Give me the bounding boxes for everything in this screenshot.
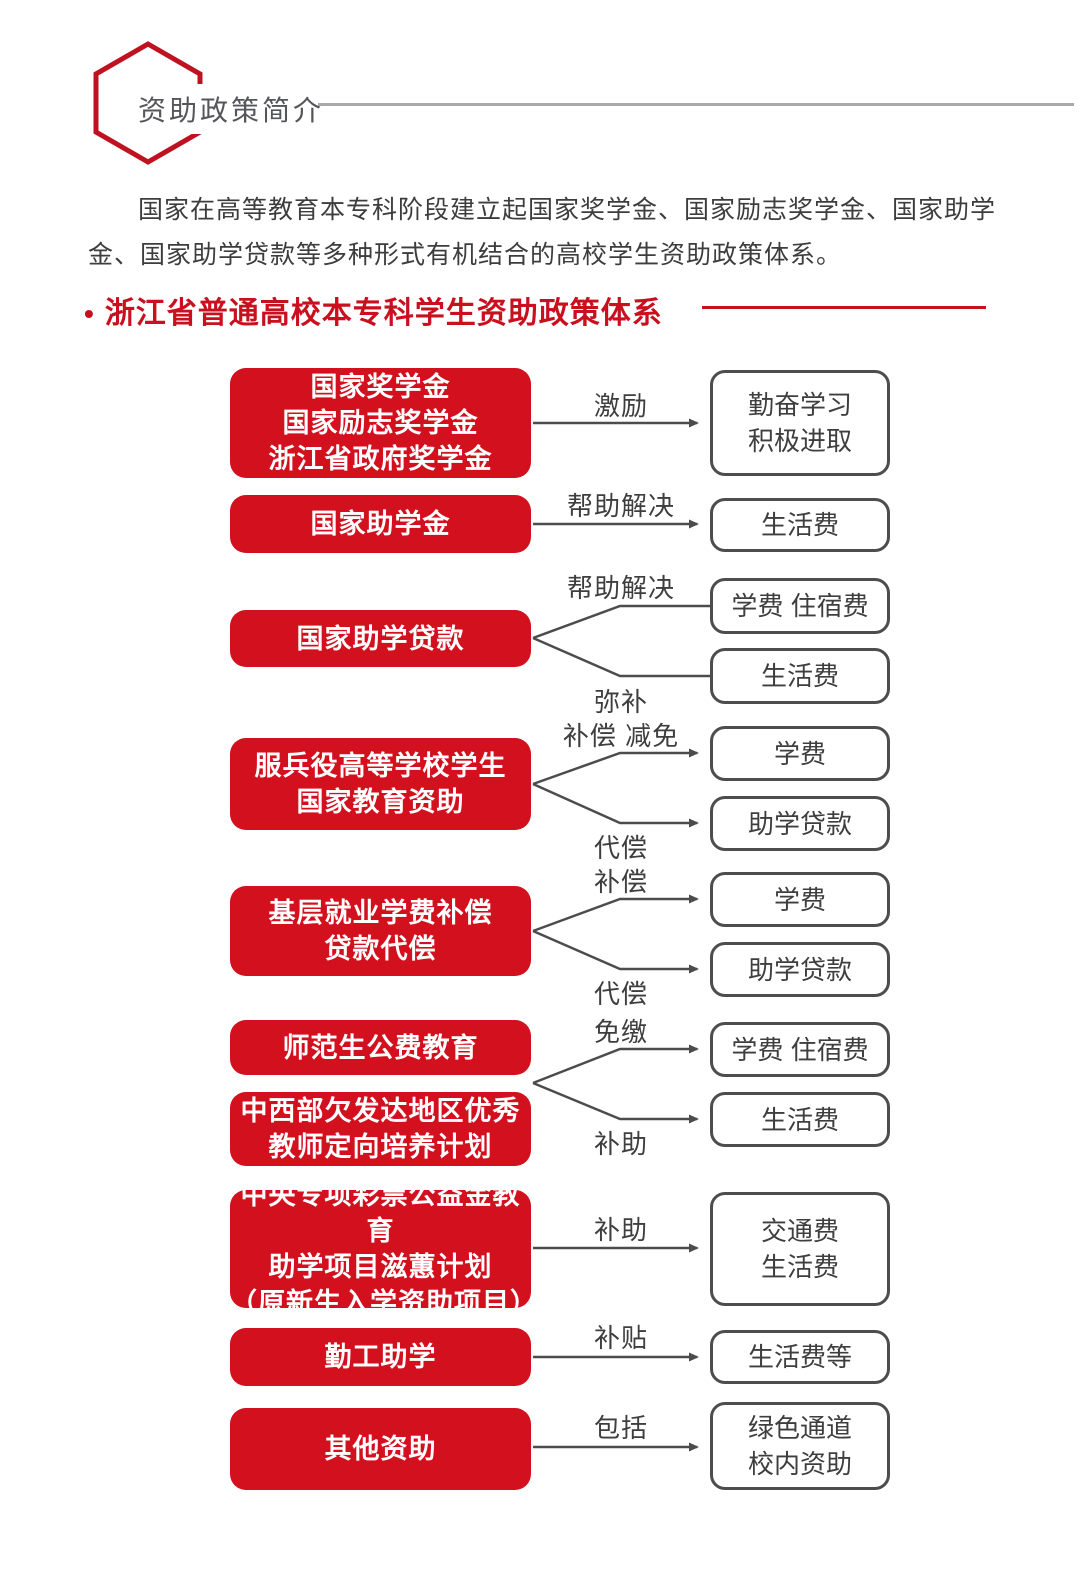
edge-label: 弥补	[593, 687, 648, 717]
section-title-text: 浙江省普通高校本专科学生资助政策体系	[104, 297, 663, 330]
policy-box-military-service: 服兵役高等学校学生 国家教育资助	[230, 738, 531, 830]
policy-line: 服兵役高等学校学生	[254, 751, 507, 781]
target-box: 绿色通道 校内资助	[710, 1402, 890, 1490]
edge-label: 帮助解决	[566, 491, 675, 521]
policy-line: 国家助学贷款	[296, 623, 465, 654]
hexagon-icon	[93, 41, 203, 165]
policy-line: 国家励志奖学金	[282, 408, 479, 438]
section-divider	[702, 306, 986, 309]
target-box: 勤奋学习 积极进取	[710, 370, 890, 476]
target-line: 生活费	[760, 510, 839, 540]
target-line: 勤奋学习	[747, 390, 852, 420]
target-line: 校内资助	[747, 1449, 852, 1479]
target-line: 绿色通道	[747, 1413, 852, 1443]
bullet-icon: •	[84, 298, 95, 329]
policy-line: 中央专项彩票公益金教育	[240, 1180, 521, 1246]
policy-box-other-aid: 其他资助	[230, 1408, 531, 1490]
target-line: 学费 住宿费	[731, 1034, 869, 1065]
edge-label: 帮助解决	[566, 573, 675, 603]
policy-line: 助学项目滋蕙计划	[268, 1252, 493, 1282]
policy-line: 国家教育资助	[296, 787, 465, 817]
target-line: 学费	[773, 738, 826, 769]
policy-line: 贷款代偿	[324, 934, 437, 964]
edge-label: 补助	[593, 1129, 648, 1159]
intro-paragraph: 国家在高等教育本专科阶段建立起国家奖学金、国家励志奖学金、国家助学金、国家助学贷…	[88, 196, 997, 269]
policy-box-scholarships: 国家奖学金 国家励志奖学金 浙江省政府奖学金	[230, 368, 531, 478]
policy-line: 其他资助	[324, 1434, 437, 1464]
policy-box-work-study: 勤工助学	[230, 1328, 531, 1386]
target-box: 交通费 生活费	[710, 1192, 890, 1306]
section-title: • 浙江省普通高校本专科学生资助政策体系	[84, 288, 663, 332]
policy-line: 国家助学金	[310, 509, 451, 539]
target-box: 学费 住宿费	[710, 578, 890, 634]
target-line: 生活费等	[747, 1342, 852, 1372]
target-box: 生活费	[710, 648, 890, 704]
policy-line: 中西部欠发达地区优秀	[240, 1096, 521, 1126]
target-box: 生活费	[710, 1092, 890, 1147]
edge-label: 免缴	[593, 1017, 648, 1047]
policy-line: 教师定向培养计划	[268, 1132, 493, 1162]
policy-box-student-loan: 国家助学贷款	[230, 610, 531, 667]
target-line: 助学贷款	[747, 808, 852, 839]
target-line: 学费	[773, 884, 826, 915]
policy-line: （原新生入学资助项目）	[230, 1288, 538, 1318]
target-box: 学费	[710, 872, 890, 927]
policy-line: 浙江省政府奖学金	[268, 444, 493, 474]
policy-box-grassroots-employment: 基层就业学费补偿 贷款代偿	[230, 886, 531, 976]
edge-label: 补助	[593, 1215, 648, 1245]
edge-label: 激励	[593, 391, 648, 421]
policy-line: 勤工助学	[324, 1342, 437, 1372]
edge-label: 补贴	[593, 1323, 648, 1353]
edge-label: 代偿	[593, 979, 648, 1009]
target-line: 学费 住宿费	[731, 591, 869, 621]
target-box: 生活费等	[710, 1330, 890, 1384]
target-box: 学费	[710, 726, 890, 781]
header-divider	[318, 103, 1074, 106]
policy-line: 师范生公费教育	[282, 1032, 479, 1063]
edge-label: 补偿	[593, 867, 648, 897]
edge-label: 包括	[593, 1413, 648, 1443]
policy-box-midwest-teachers: 中西部欠发达地区优秀 教师定向培养计划	[230, 1092, 531, 1166]
target-line: 生活费	[760, 1104, 839, 1135]
edge-label: 补偿 减免	[562, 721, 680, 751]
target-line: 助学贷款	[747, 954, 852, 985]
target-line: 生活费	[760, 1252, 839, 1282]
page-title: 资助政策简介	[138, 84, 335, 134]
policy-box-state-grant: 国家助学金	[230, 495, 531, 553]
target-box: 生活费	[710, 498, 890, 552]
target-box: 学费 住宿费	[710, 1022, 890, 1077]
target-box: 助学贷款	[710, 942, 890, 997]
edge-label: 代偿	[593, 833, 648, 863]
target-line: 生活费	[760, 661, 839, 691]
target-line: 交通费	[760, 1216, 839, 1246]
policy-line: 国家奖学金	[310, 372, 451, 402]
policy-box-normal-students: 师范生公费教育	[230, 1020, 531, 1075]
target-box: 助学贷款	[710, 796, 890, 851]
policy-box-lottery-fund: 中央专项彩票公益金教育 助学项目滋蕙计划 （原新生入学资助项目）	[230, 1180, 537, 1318]
target-line: 积极进取	[747, 426, 852, 456]
policy-line: 基层就业学费补偿	[268, 898, 493, 928]
